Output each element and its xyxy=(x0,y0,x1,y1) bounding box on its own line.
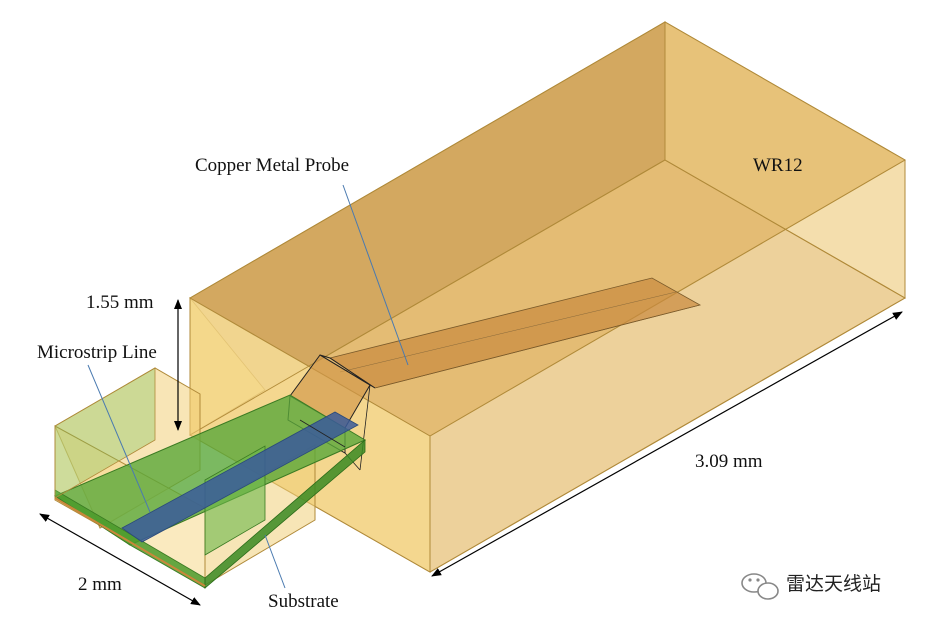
height-label: 1.55 mm xyxy=(86,292,154,313)
microstrip-leader xyxy=(87,364,151,513)
substrate-back-wall xyxy=(54,367,156,499)
leader-lines xyxy=(87,184,409,589)
length-label: 3.09 mm xyxy=(695,451,763,472)
waveguide-label: WR12 xyxy=(753,155,803,176)
probe-label: Copper Metal Probe xyxy=(195,155,349,176)
microstrip-label: Microstrip Line xyxy=(37,342,157,363)
wechat-icon xyxy=(741,573,779,600)
watermark-text: 雷达天线站 xyxy=(786,573,881,595)
length-arrow xyxy=(431,311,903,577)
substrate-label: Substrate xyxy=(268,591,339,612)
substrate-leader xyxy=(264,534,286,589)
probe-leader xyxy=(342,184,409,366)
substrate-side xyxy=(204,439,366,589)
width-arrow xyxy=(39,513,201,606)
width-label: 2 mm xyxy=(78,574,122,595)
dimension-markers xyxy=(39,299,903,606)
